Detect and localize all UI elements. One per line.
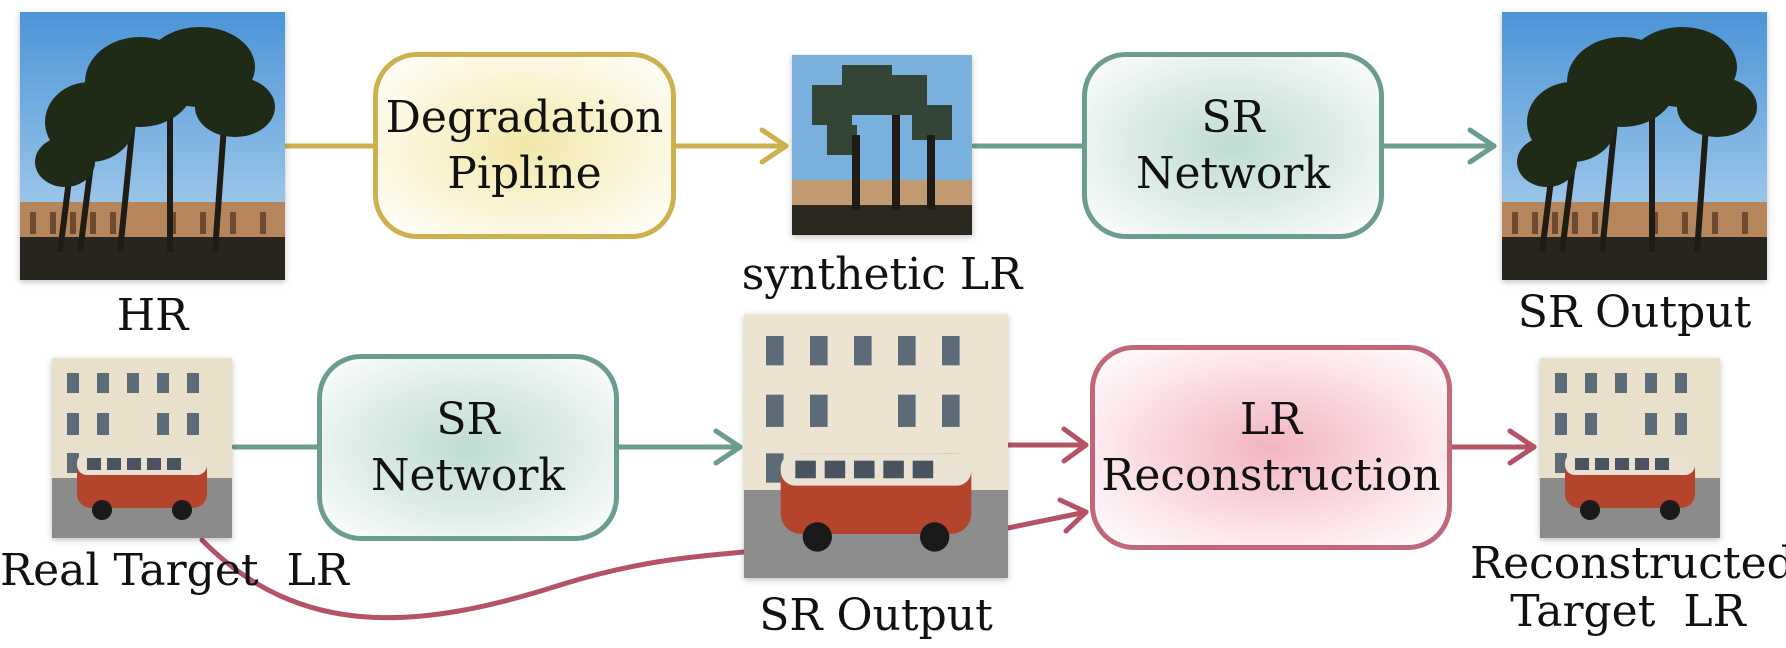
van-building-photo-icon (744, 314, 1008, 578)
arrowhead-sr-output-top (1467, 127, 1497, 165)
hr-caption: HR (116, 290, 189, 341)
sr-output-mid-image (744, 314, 1008, 578)
sr-network-top-label: SR Network (1135, 91, 1331, 199)
sr-output-top-caption: SR Output (1517, 287, 1752, 338)
curve-real-target-to-reconstruction (199, 537, 747, 621)
hr-image (20, 12, 285, 280)
degradation-pipeline-label: Degradation Pipline (385, 91, 664, 199)
sr-network-top-node: SR Network (1082, 52, 1384, 239)
sr-network-bottom-node: SR Network (317, 354, 619, 541)
tree-colosseum-photo-icon (1502, 12, 1767, 280)
lr-reconstruction-label: LR Reconstruction (1101, 393, 1441, 501)
arrowhead-reconstruction-upper (1061, 426, 1089, 464)
van-building-photo-icon (52, 358, 232, 538)
arrowhead-reconstruction-lower (1057, 497, 1089, 534)
arrowhead-sr-output-mid (713, 428, 743, 466)
sr-output-top-image (1502, 12, 1767, 280)
synthetic-lr-image (792, 55, 972, 235)
lr-reconstruction-node: LR Reconstruction (1090, 345, 1452, 550)
degradation-pipeline-node: Degradation Pipline (373, 52, 676, 239)
reconstructed-target-lr-caption: Reconstructed Target LR (1470, 538, 1786, 637)
sr-output-mid-caption: SR Output (759, 590, 993, 641)
real-target-lr-caption: Real Target LR (0, 545, 349, 596)
tree-colosseum-photo-icon (20, 12, 285, 280)
arrow-sr-output-to-reconstruction-lower (1005, 509, 1089, 531)
reconstructed-target-lr-image (1540, 358, 1720, 538)
real-target-lr-image (52, 358, 232, 538)
blurry-tree-photo-icon (792, 55, 972, 235)
arrowhead-reconstructed-target (1507, 428, 1537, 466)
van-building-photo-icon (1540, 358, 1720, 538)
synthetic-lr-caption: synthetic LR (741, 249, 1023, 300)
arrowhead-synthetic (759, 127, 789, 165)
sr-network-bottom-label: SR Network (370, 393, 566, 501)
